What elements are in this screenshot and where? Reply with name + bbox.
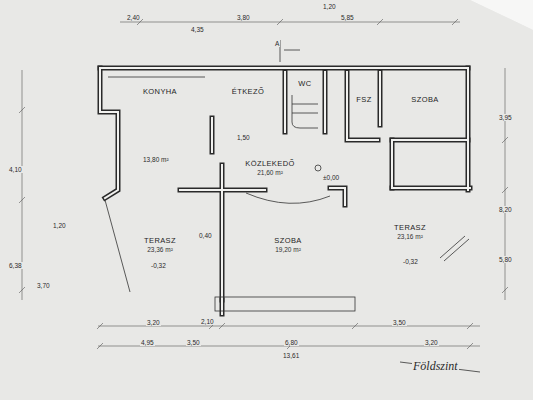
paper-corner: [470, 0, 533, 30]
wall-core: [324, 72, 326, 132]
wall: [466, 68, 471, 190]
wall: [220, 165, 225, 300]
wall-core: [391, 140, 393, 188]
wall: [390, 140, 395, 188]
room-label: WC: [296, 79, 313, 90]
wall: [220, 300, 225, 314]
dimension-label: 2,40: [126, 14, 141, 21]
dimension-label: 6,38: [8, 262, 23, 269]
dimension-label: 13,80 m²: [142, 156, 170, 163]
dimension-tick: [467, 343, 473, 349]
dimension-label: 2,10: [200, 318, 215, 325]
dimension-tick: [467, 323, 473, 329]
wall-core: [221, 165, 223, 300]
wall: [347, 72, 378, 140]
wall: [392, 186, 470, 191]
dimension-label: 1,20: [52, 222, 67, 229]
room-name: SZOBA: [274, 237, 301, 246]
dimension-tick: [502, 287, 508, 293]
dimension-label: 3,20: [424, 339, 439, 346]
dimension-label: -0,32: [150, 262, 167, 269]
room-name: TERASZ: [394, 224, 426, 233]
wall: [392, 138, 468, 143]
room-area: 21,60 m²: [245, 169, 294, 176]
dimension-label: 3,95: [498, 114, 513, 121]
dimension-label: 1,20: [322, 3, 337, 10]
dimension-label: 4,35: [190, 26, 205, 33]
wall: [100, 68, 118, 198]
room-name: TERASZ: [144, 237, 176, 246]
room-label: TERASZ23,36 m²: [142, 236, 178, 254]
room-label: SZOBA: [409, 95, 440, 106]
dimension-tick: [97, 343, 103, 349]
dimension-label: 6,80: [284, 339, 299, 346]
room-name: WC: [298, 80, 311, 89]
wall-core: [392, 187, 470, 189]
dimension-lines: [19, 19, 508, 349]
room-name: ÉTKEZŐ: [232, 88, 264, 97]
dimension-label: 3,80: [236, 14, 251, 21]
wall-core: [211, 118, 213, 152]
walls: [100, 68, 470, 314]
dimension-label: 0,40: [198, 232, 213, 239]
room-name: KÖZLEKEDŐ: [245, 160, 294, 169]
room-area: 23,36 m²: [144, 246, 176, 253]
room-label: ÉTKEZŐ: [230, 87, 266, 98]
dimension-label: 5,80: [498, 256, 513, 263]
dimension-tick: [19, 107, 25, 113]
room-name: KONYHA: [143, 88, 177, 97]
dimension-label: 3,50: [392, 319, 407, 326]
wall-core: [284, 72, 286, 132]
room-area: 23,16 m²: [394, 233, 426, 240]
wall-core: [100, 68, 118, 198]
dimension-label: A: [274, 40, 280, 47]
wall-core: [330, 188, 345, 205]
wall-core: [392, 139, 468, 141]
fixtures: [105, 40, 480, 372]
dimension-tick: [352, 323, 358, 329]
wall-core: [347, 72, 378, 140]
room-label: SZOBA19,20 m²: [272, 236, 303, 254]
dimension-label: 13,61: [282, 352, 300, 359]
dimension-label: ±0,00: [322, 174, 340, 181]
dimension-label: -0,32: [402, 258, 419, 265]
room-label: FSZ: [354, 95, 373, 106]
room-label: KONYHA: [141, 87, 179, 98]
wall: [210, 118, 215, 152]
dimension-tick: [502, 137, 508, 143]
dimension-tick: [452, 19, 458, 25]
dimension-tick: [97, 323, 103, 329]
wall: [378, 72, 383, 125]
dimension-label: 8,20: [498, 206, 513, 213]
dimension-label: 4,95: [140, 339, 155, 346]
dimension-label: 3,70: [36, 282, 51, 289]
wall: [330, 188, 345, 205]
wall: [283, 72, 288, 132]
room-label: KÖZLEKEDŐ21,60 m²: [243, 159, 296, 177]
dimension-label: 3,20: [146, 319, 161, 326]
room-label: TERASZ23,16 m²: [392, 223, 428, 241]
room-area: 19,20 m²: [274, 246, 301, 253]
dimension-label: 5,85: [340, 14, 355, 21]
dimension-tick: [277, 19, 283, 25]
wall-core: [467, 68, 469, 190]
sheet-title: Földszint: [412, 360, 459, 373]
wall-core: [100, 67, 468, 69]
dimension-label: 3,50: [186, 339, 201, 346]
dimension-tick: [19, 287, 25, 293]
wall-core: [379, 72, 381, 125]
dimension-tick: [219, 323, 225, 329]
wall: [323, 72, 328, 132]
dimension-tick: [19, 197, 25, 203]
room-name: SZOBA: [411, 96, 438, 105]
wall-core: [221, 300, 223, 314]
room-name: FSZ: [356, 96, 371, 105]
dimension-tick: [502, 187, 508, 193]
dimension-label: 4,10: [8, 166, 23, 173]
dimension-tick: [377, 19, 383, 25]
dimension-label: 1,50: [236, 134, 251, 141]
